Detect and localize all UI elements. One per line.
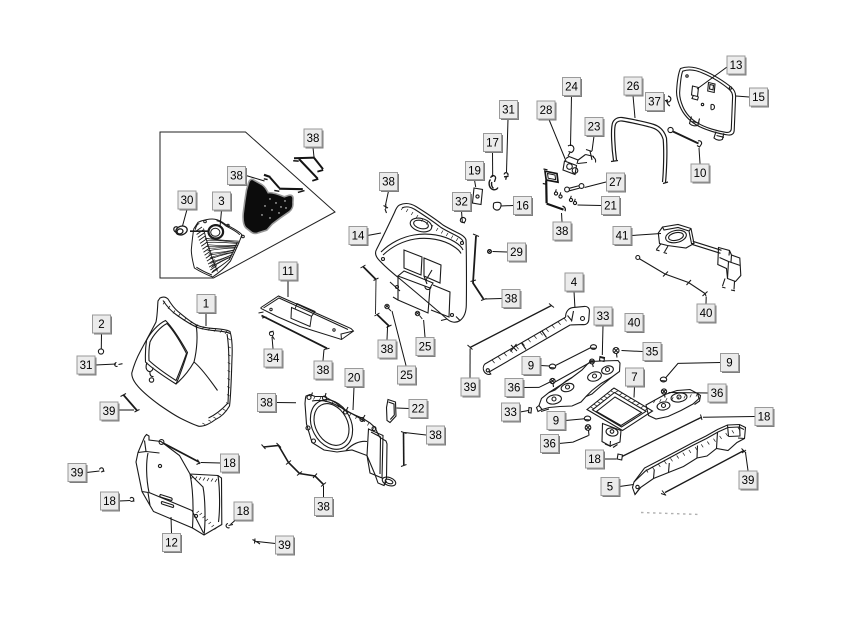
svg-text:33: 33 — [597, 311, 610, 323]
svg-text:21: 21 — [604, 201, 617, 213]
svg-text:36: 36 — [508, 383, 521, 395]
svg-text:31: 31 — [502, 105, 515, 117]
svg-text:5: 5 — [607, 482, 613, 494]
svg-text:29: 29 — [510, 247, 523, 259]
svg-text:38: 38 — [307, 133, 320, 145]
svg-text:18: 18 — [237, 506, 250, 518]
svg-text:9: 9 — [726, 358, 732, 370]
svg-text:40: 40 — [628, 318, 641, 330]
svg-text:7: 7 — [631, 372, 637, 384]
svg-text:39: 39 — [464, 382, 477, 394]
svg-text:38: 38 — [556, 226, 569, 238]
svg-text:25: 25 — [400, 370, 413, 382]
svg-text:38: 38 — [230, 171, 243, 183]
svg-text:39: 39 — [278, 540, 291, 552]
svg-text:20: 20 — [348, 373, 361, 385]
svg-text:18: 18 — [758, 412, 771, 424]
svg-text:16: 16 — [516, 201, 529, 213]
svg-text:11: 11 — [282, 266, 294, 278]
svg-text:34: 34 — [267, 353, 280, 365]
svg-text:9: 9 — [528, 361, 534, 373]
svg-text:23: 23 — [588, 122, 601, 134]
svg-text:37: 37 — [648, 97, 661, 109]
svg-text:33: 33 — [504, 407, 517, 419]
svg-text:9: 9 — [553, 416, 559, 428]
svg-text:14: 14 — [352, 231, 365, 243]
svg-text:39: 39 — [103, 406, 116, 418]
svg-text:25: 25 — [419, 342, 432, 354]
svg-text:27: 27 — [609, 177, 622, 189]
svg-text:36: 36 — [711, 388, 724, 400]
svg-text:19: 19 — [468, 166, 481, 178]
svg-text:2: 2 — [98, 319, 104, 331]
svg-text:38: 38 — [317, 502, 330, 514]
svg-text:38: 38 — [505, 294, 518, 306]
svg-text:17: 17 — [486, 138, 499, 150]
svg-text:18: 18 — [223, 458, 236, 470]
svg-text:1: 1 — [203, 299, 209, 311]
svg-text:4: 4 — [571, 277, 578, 289]
svg-text:10: 10 — [694, 168, 707, 180]
svg-text:18: 18 — [588, 454, 601, 466]
svg-text:3: 3 — [218, 196, 224, 208]
svg-text:15: 15 — [752, 92, 765, 104]
svg-text:28: 28 — [540, 105, 553, 117]
svg-text:41: 41 — [616, 231, 629, 243]
svg-text:32: 32 — [455, 197, 468, 209]
svg-text:31: 31 — [80, 360, 93, 372]
svg-text:13: 13 — [730, 60, 743, 72]
svg-text:24: 24 — [565, 82, 578, 94]
svg-text:26: 26 — [627, 81, 640, 93]
svg-text:22: 22 — [412, 404, 425, 416]
svg-text:38: 38 — [429, 430, 442, 442]
svg-text:18: 18 — [103, 496, 116, 508]
svg-text:12: 12 — [165, 538, 178, 550]
svg-text:39: 39 — [742, 475, 755, 487]
svg-text:38: 38 — [381, 344, 394, 356]
svg-text:39: 39 — [71, 468, 84, 480]
svg-text:40: 40 — [700, 308, 713, 320]
svg-text:38: 38 — [260, 398, 273, 410]
svg-text:36: 36 — [543, 439, 556, 451]
svg-text:35: 35 — [646, 347, 659, 359]
svg-text:30: 30 — [181, 195, 194, 207]
svg-text:38: 38 — [317, 365, 330, 377]
svg-text:38: 38 — [382, 177, 395, 189]
